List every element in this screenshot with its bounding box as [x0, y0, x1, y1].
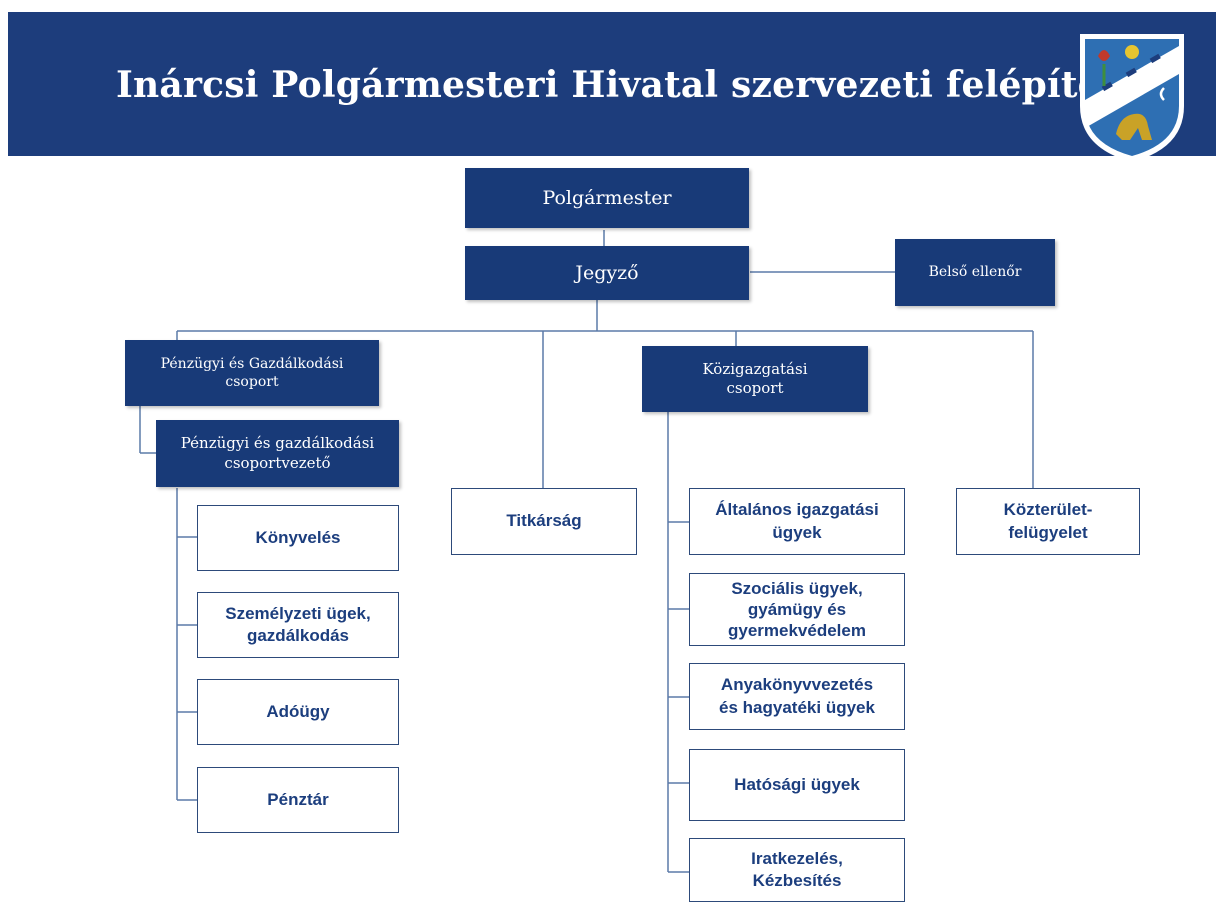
node-label: gazdálkodás	[246, 626, 350, 645]
coat-of-arms-icon	[1080, 34, 1184, 162]
node-label: felügyelet	[1008, 522, 1088, 542]
node-szemelyzeti: Személyzeti ügek, gazdálkodás	[197, 592, 399, 658]
node-label: Pénzügyi és Gazdálkodási	[160, 355, 344, 372]
node-label: ügyek	[772, 522, 822, 542]
node-label: csoportvezető	[224, 453, 331, 472]
node-penztar: Pénztár	[197, 767, 399, 833]
node-label: gyermekvédelem	[728, 621, 866, 641]
node-szocialis: Szociális ügyek, gyámügy és gyermekvédel…	[689, 573, 905, 646]
node-adougy: Adóügy	[197, 679, 399, 745]
node-jegyzo: Jegyző	[465, 246, 749, 300]
node-label: gyámügy és	[747, 599, 847, 619]
node-label: Szociális ügyek,	[731, 578, 863, 598]
node-label: és hagyatéki ügyek	[719, 697, 875, 717]
node-polgarmester: Polgármester	[465, 168, 749, 228]
node-label: Kézbesítés	[752, 871, 842, 890]
node-anyakonyv: Anyakönyvvezetés és hagyatéki ügyek	[689, 663, 905, 730]
node-label: csoport	[726, 379, 784, 397]
node-hatosagi: Hatósági ügyek	[689, 749, 905, 821]
node-kozigazgatasi-csoport: Közigazgatási csoport	[642, 346, 868, 412]
node-label: Belső ellenőr	[928, 264, 1022, 281]
title-banner: Inárcsi Polgármesteri Hivatal szervezeti…	[8, 12, 1216, 162]
node-label: Pénzügyi és gazdálkodási	[180, 434, 375, 452]
node-label: Személyzeti ügek,	[225, 603, 371, 623]
node-label: Hatósági ügyek	[734, 774, 860, 794]
node-konyveles: Könyvelés	[197, 505, 399, 571]
node-label: Pénztár	[267, 789, 329, 809]
node-label: Polgármester	[542, 186, 672, 209]
node-iratkezeles: Iratkezelés, Kézbesítés	[689, 838, 905, 902]
node-penzugyi-vezeto: Pénzügyi és gazdálkodási csoportvezető	[156, 420, 399, 487]
node-altalanos: Általános igazgatási ügyek	[689, 488, 905, 555]
node-label: Közterület-	[1003, 500, 1093, 520]
node-belso-ellenor: Belső ellenőr	[895, 239, 1055, 306]
node-label: Adóügy	[266, 701, 330, 721]
node-label: Jegyző	[575, 261, 639, 284]
node-label: csoport	[225, 374, 279, 390]
node-label: Általános igazgatási	[715, 500, 879, 520]
node-kozterulet: Közterület- felügyelet	[956, 488, 1140, 555]
node-titkarsag: Titkárság	[451, 488, 637, 555]
page-title: Inárcsi Polgármesteri Hivatal szervezeti…	[116, 64, 1145, 106]
node-label: Könyvelés	[255, 527, 341, 547]
node-label: Iratkezelés,	[751, 848, 843, 868]
node-penzugyi-csoport: Pénzügyi és Gazdálkodási csoport	[125, 340, 379, 406]
node-label: Közigazgatási	[702, 359, 808, 378]
node-label: Anyakönyvvezetés	[720, 675, 874, 695]
node-label: Titkárság	[506, 511, 582, 531]
